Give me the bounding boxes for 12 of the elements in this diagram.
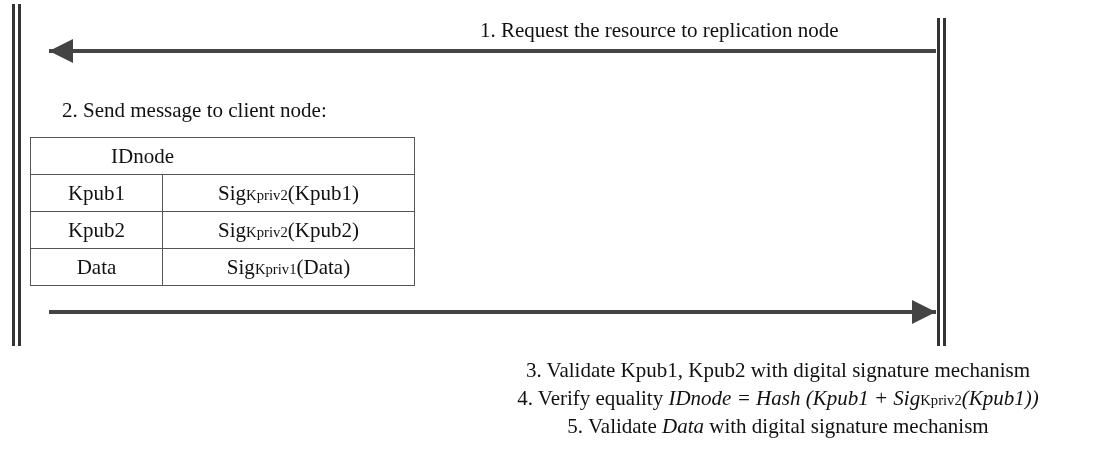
lifeline [937,18,946,346]
key-cell: Data [30,248,163,286]
lifeline [12,4,21,346]
step-note: 5. Validate Data with digital signature mechanism [567,416,989,437]
arrow [49,39,936,63]
key-cell: Kpub2 [30,211,163,249]
message-label: 2. Send message to client node: [62,100,327,121]
step-note: 3. Validate Kpub1, Kpub2 with digital signature mechanism [525,360,1031,381]
header-cell: IDnode [30,137,415,175]
edge-label: 1. Request the resource to replication node [480,20,839,41]
arrow [49,300,936,324]
key-cell: Kpub1 [30,174,163,212]
